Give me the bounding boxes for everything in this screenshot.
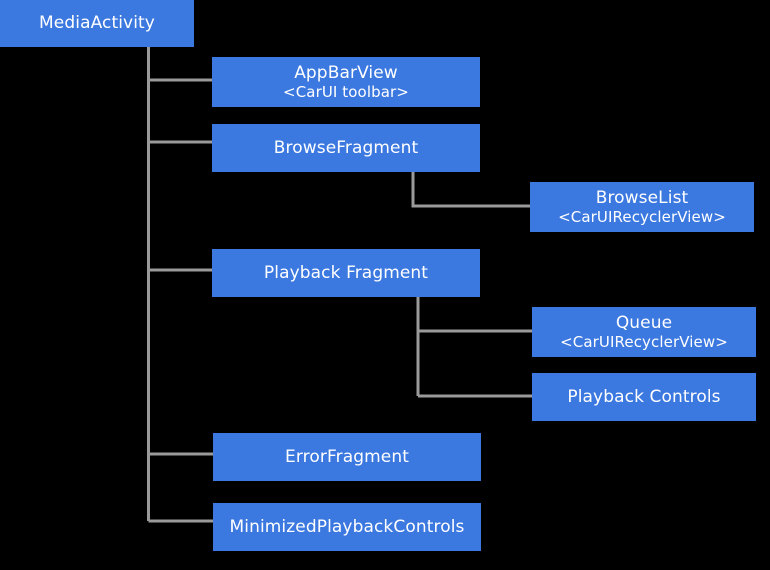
node-queue-subtitle: <CarUIRecyclerView>: [560, 332, 728, 351]
node-app-bar-view-title: AppBarView: [294, 62, 398, 83]
node-queue[interactable]: Queue <CarUIRecyclerView>: [532, 307, 756, 357]
node-browse-fragment-title: BrowseFragment: [273, 137, 419, 158]
node-minimized-playback-controls-title: MinimizedPlaybackControls: [229, 516, 465, 537]
node-media-activity[interactable]: MediaActivity: [0, 0, 194, 47]
node-playback-controls-title: Playback Controls: [567, 386, 721, 407]
node-browse-list-title: BrowseList: [595, 187, 689, 208]
node-error-fragment[interactable]: ErrorFragment: [213, 433, 481, 481]
node-playback-fragment[interactable]: Playback Fragment: [212, 249, 480, 297]
node-minimized-playback-controls[interactable]: MinimizedPlaybackControls: [213, 503, 481, 551]
node-playback-controls[interactable]: Playback Controls: [532, 373, 756, 421]
node-browse-fragment[interactable]: BrowseFragment: [212, 124, 480, 172]
node-browse-list-subtitle: <CarUIRecyclerView>: [558, 207, 726, 226]
node-browse-list[interactable]: BrowseList <CarUIRecyclerView>: [530, 182, 754, 232]
connector-drop-browse-fragment: [411, 172, 530, 208]
node-queue-title: Queue: [615, 312, 673, 333]
node-media-activity-title: MediaActivity: [39, 13, 155, 34]
node-app-bar-view[interactable]: AppBarView <CarUI toolbar>: [212, 57, 480, 107]
node-playback-fragment-title: Playback Fragment: [263, 262, 429, 283]
node-app-bar-view-subtitle: <CarUI toolbar>: [283, 82, 409, 101]
node-error-fragment-title: ErrorFragment: [285, 446, 409, 467]
